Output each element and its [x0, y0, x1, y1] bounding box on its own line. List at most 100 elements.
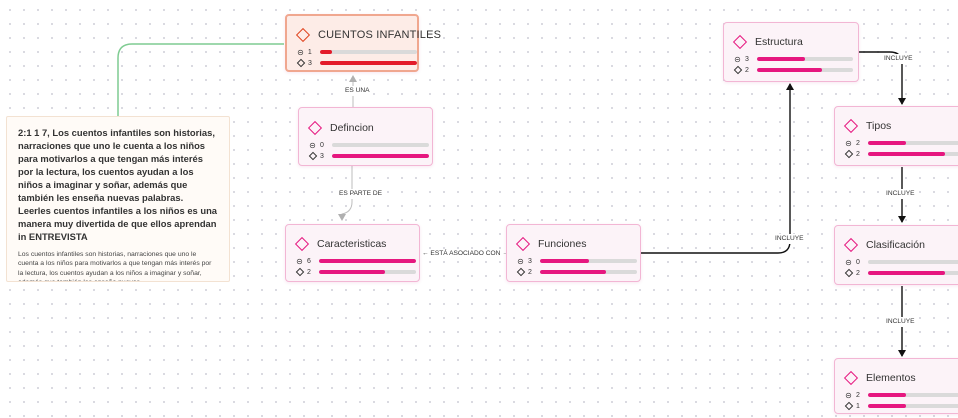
node-title: CUENTOS INFANTILES: [318, 29, 442, 41]
node-title: Clasificación: [866, 239, 925, 251]
quote-bar-fill: [319, 270, 385, 274]
quote-stat-row: 1: [844, 401, 958, 411]
quote-bar: [868, 404, 958, 408]
comment-count: 3: [745, 55, 749, 63]
memo-note-body: Los cuentos infantiles son historias, na…: [18, 251, 212, 281]
comment-bar-fill: [319, 259, 416, 263]
quote-count: 1: [856, 402, 860, 410]
quote-stat-row: 2: [844, 268, 958, 278]
memo-note-card[interactable]: 2:1 1 7, Los cuentos infantiles son hist…: [6, 116, 230, 282]
comment-bar: [540, 259, 637, 263]
comment-count: 6: [307, 257, 311, 265]
node-title: Tipos: [866, 120, 892, 132]
comment-icon: ⊝: [734, 54, 741, 64]
node-title: Elementos: [866, 372, 916, 384]
quote-stat-row: 2: [516, 267, 640, 277]
diamond-icon: [294, 236, 310, 252]
comment-icon: ⊝: [845, 257, 852, 267]
comment-stat-row: ⊝ 2: [844, 390, 958, 400]
comment-icon: ⊝: [517, 256, 524, 266]
comment-bar: [319, 50, 417, 54]
comment-icon: ⊝: [309, 140, 316, 150]
comment-stat-row: ⊝ 0: [844, 257, 958, 267]
code-node-elementos[interactable]: Elementos ⊝ 2 1: [834, 358, 958, 414]
comment-bar-fill: [868, 141, 907, 145]
comment-count: 3: [528, 257, 532, 265]
quote-stat-row: 3: [296, 58, 417, 68]
connector-definicion-caracteristicas: [338, 166, 353, 221]
node-title: Funciones: [538, 238, 587, 250]
quote-count: 2: [745, 66, 749, 74]
diamond-small-icon: [733, 65, 742, 75]
edge-label-esta-asociado-con: ← ESTÁ ASOCIADO CON →: [420, 249, 511, 259]
diamond-icon: [843, 118, 859, 134]
diamond-icon: [732, 34, 748, 50]
quote-count: 2: [528, 268, 532, 276]
code-node-clasificacion[interactable]: Clasificación ⊝ 0 2: [834, 225, 958, 285]
diamond-small-icon: [308, 151, 317, 161]
comment-bar: [757, 57, 853, 61]
code-node-estructura[interactable]: Estructura ⊝ 3 2: [723, 22, 859, 82]
code-node-caracteristicas[interactable]: Caracteristicas ⊝ 6 2: [285, 224, 420, 282]
diamond-icon: [843, 370, 859, 386]
quote-count: 2: [856, 150, 860, 158]
node-title: Caracteristicas: [317, 238, 387, 250]
code-node-cuentos-infantiles[interactable]: CUENTOS INFANTILES ⊝ 1 3: [285, 14, 441, 72]
code-node-tipos[interactable]: Tipos ⊝ 2 2: [834, 106, 958, 166]
comment-count: 2: [856, 139, 860, 147]
diamond-icon: [295, 27, 311, 43]
code-node-definicion[interactable]: Defincion ⊝ 0 3: [298, 107, 433, 166]
comment-count: 0: [320, 141, 324, 149]
quote-bar: [332, 154, 429, 158]
comment-bar: [868, 141, 958, 145]
quote-count: 3: [320, 152, 324, 160]
comment-stat-row: ⊝ 0: [308, 140, 432, 150]
quote-stat-row: 3: [308, 151, 432, 161]
comment-bar: [868, 260, 958, 264]
quote-bar-fill: [757, 68, 823, 72]
comment-bar-fill: [540, 259, 589, 263]
diamond-small-icon: [295, 267, 304, 277]
comment-bar-fill: [757, 57, 805, 61]
edge-label-es-una: ES UNA: [343, 86, 372, 96]
quote-bar: [868, 271, 958, 275]
quote-count: 2: [307, 268, 311, 276]
edge-label-es-parte-de: ES PARTE DE: [337, 189, 384, 199]
comment-bar: [868, 393, 958, 397]
comment-icon: ⊝: [845, 138, 852, 148]
diamond-small-icon: [516, 267, 525, 277]
edge-label-incluye: INCLUYE: [773, 234, 806, 244]
comment-icon: ⊝: [845, 390, 852, 400]
quote-stat-row: 2: [733, 65, 858, 75]
code-node-funciones[interactable]: Funciones ⊝ 3 2: [506, 224, 641, 282]
diamond-small-icon: [844, 268, 853, 278]
quote-bar-fill: [332, 154, 429, 158]
comment-bar-fill: [319, 50, 333, 54]
quote-bar: [540, 270, 637, 274]
quote-stat-row: 2: [844, 149, 958, 159]
edge-label-incluye: INCLUYE: [884, 317, 917, 327]
diamond-small-icon: [844, 401, 853, 411]
comment-icon: ⊝: [297, 47, 304, 57]
comment-stat-row: ⊝ 3: [733, 54, 858, 64]
quote-bar: [868, 152, 958, 156]
quote-bar: [757, 68, 853, 72]
memo-note-title: 2:1 1 7, Los cuentos infantiles son hist…: [18, 127, 218, 242]
diamond-small-icon: [296, 58, 305, 68]
comment-stat-row: ⊝ 6: [295, 256, 419, 266]
edge-label-incluye: INCLUYE: [882, 54, 915, 64]
comment-stat-row: ⊝ 3: [516, 256, 640, 266]
quote-bar: [319, 270, 416, 274]
comment-count: 1: [307, 48, 312, 56]
comment-bar: [332, 143, 429, 147]
quote-bar-fill: [868, 152, 945, 156]
comment-stat-row: ⊝ 1: [296, 47, 417, 57]
quote-bar-fill: [868, 404, 907, 408]
quote-count: 3: [307, 59, 312, 67]
node-title: Defincion: [330, 122, 374, 134]
quote-bar-fill: [540, 270, 606, 274]
comment-bar: [319, 259, 416, 263]
connector-note-cuentos: [117, 43, 284, 116]
quote-bar: [319, 61, 417, 65]
diamond-icon: [515, 236, 531, 252]
